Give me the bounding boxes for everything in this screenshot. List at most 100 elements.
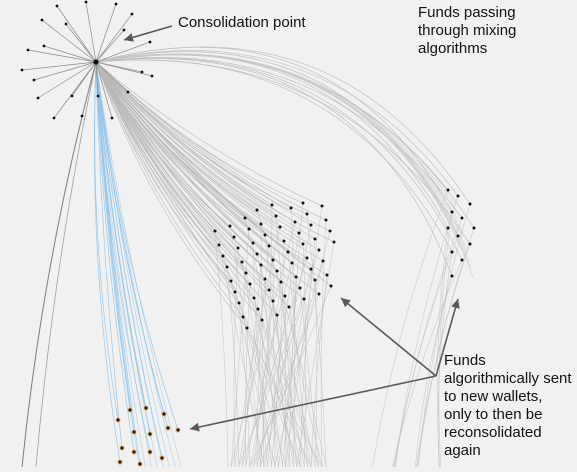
edge bbox=[95, 61, 331, 232]
wallet-node bbox=[132, 450, 136, 454]
edge bbox=[95, 50, 459, 197]
edge bbox=[284, 295, 287, 471]
edge bbox=[95, 61, 129, 93]
edge bbox=[81, 61, 97, 117]
wallet-node bbox=[320, 204, 324, 208]
wallet-node bbox=[244, 271, 248, 275]
wallet-node bbox=[270, 203, 274, 207]
wallet-node bbox=[278, 225, 282, 229]
wallet-node bbox=[26, 48, 30, 52]
wallet-node bbox=[247, 227, 251, 231]
wallet-node bbox=[36, 96, 40, 100]
wallet-node bbox=[289, 206, 293, 210]
annotation-arrow bbox=[189, 375, 437, 430]
edges-gray bbox=[21, 46, 475, 471]
wallet-node bbox=[232, 235, 236, 239]
edge bbox=[95, 61, 113, 119]
edge bbox=[95, 61, 254, 244]
edge bbox=[310, 274, 328, 471]
edge bbox=[247, 285, 332, 471]
edge bbox=[392, 235, 459, 471]
edge bbox=[415, 243, 471, 471]
edge bbox=[233, 247, 239, 471]
edge bbox=[95, 61, 316, 240]
wallet-node bbox=[283, 294, 287, 298]
edge bbox=[371, 189, 449, 471]
wallet-node bbox=[148, 450, 152, 454]
edge bbox=[95, 61, 147, 471]
edge bbox=[95, 61, 255, 299]
wallet-node bbox=[468, 202, 472, 206]
edge bbox=[56, 5, 97, 63]
edge bbox=[37, 61, 97, 99]
wallet-node bbox=[293, 220, 297, 224]
wallet-node bbox=[456, 234, 460, 238]
wallet-node bbox=[460, 216, 464, 220]
edge bbox=[95, 61, 286, 297]
edge bbox=[95, 61, 301, 289]
wallet-node bbox=[118, 460, 122, 464]
wallet-node bbox=[263, 233, 267, 237]
wallet-node bbox=[446, 188, 450, 192]
wallet-node bbox=[317, 292, 321, 296]
mixing-algorithms-label: Funds passing through mixing algorithms bbox=[418, 4, 516, 58]
wallet-node bbox=[52, 116, 56, 120]
mixing-label-line: algorithms bbox=[418, 40, 488, 57]
wallet-node bbox=[324, 218, 328, 222]
funds-label-line: Funds bbox=[444, 352, 486, 369]
wallet-node bbox=[126, 90, 130, 94]
edge bbox=[95, 57, 463, 261]
wallet-node bbox=[130, 12, 134, 16]
annotation-arrows bbox=[123, 25, 460, 432]
wallet-node bbox=[243, 216, 247, 220]
edge bbox=[417, 203, 471, 471]
edge bbox=[287, 251, 309, 471]
wallet-node bbox=[313, 237, 317, 241]
arrow-head bbox=[451, 299, 460, 309]
edge bbox=[95, 61, 165, 471]
wallet-node bbox=[241, 315, 245, 319]
arrow-head bbox=[190, 422, 200, 432]
wallet-node bbox=[160, 456, 164, 460]
wallet-node bbox=[251, 241, 255, 245]
wallet-node bbox=[267, 288, 271, 292]
wallet-node bbox=[225, 265, 229, 269]
edge bbox=[256, 253, 306, 471]
mixing-label-line: through mixing bbox=[418, 22, 517, 39]
edge bbox=[95, 41, 151, 63]
edge bbox=[95, 54, 474, 278]
edge bbox=[95, 59, 453, 253]
edge bbox=[414, 275, 453, 471]
edge bbox=[237, 245, 270, 471]
wallet-node bbox=[472, 226, 476, 230]
edge bbox=[33, 61, 97, 81]
wallet-node bbox=[40, 18, 44, 22]
edge bbox=[266, 232, 300, 471]
funds-sent-label: Funds algorithmically sent to new wallet… bbox=[444, 352, 572, 460]
wallet-node bbox=[256, 307, 260, 311]
arrow-head bbox=[124, 33, 134, 42]
wallet-node bbox=[162, 412, 166, 416]
wallet-node bbox=[259, 263, 263, 267]
edge bbox=[236, 249, 320, 471]
funds-label-line: reconsolidated bbox=[444, 424, 542, 441]
wallet-node bbox=[252, 296, 256, 300]
wallet-node bbox=[138, 462, 142, 466]
edge bbox=[253, 297, 284, 471]
wallet-node bbox=[248, 282, 252, 286]
wallet-node bbox=[237, 301, 241, 305]
edge bbox=[284, 205, 323, 471]
edge bbox=[290, 207, 296, 471]
edge bbox=[259, 204, 273, 471]
wallet-node bbox=[329, 284, 333, 288]
wallet-node bbox=[221, 254, 225, 258]
edge bbox=[95, 61, 320, 251]
edge bbox=[95, 61, 332, 287]
edge bbox=[43, 45, 97, 63]
edge bbox=[214, 230, 229, 471]
wallet-node bbox=[287, 305, 291, 309]
wallet-node bbox=[468, 242, 472, 246]
edge bbox=[240, 257, 308, 471]
edge bbox=[438, 211, 453, 471]
wallet-node bbox=[176, 428, 180, 432]
